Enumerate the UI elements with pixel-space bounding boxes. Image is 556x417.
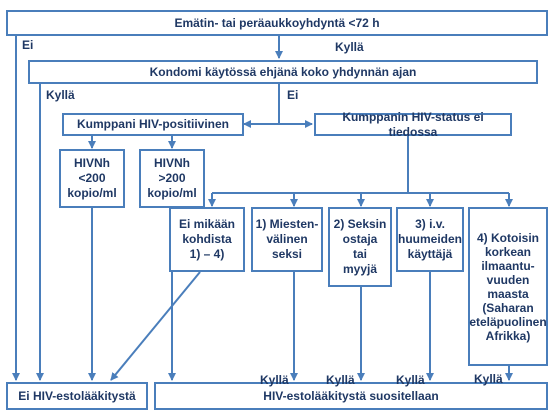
node-criterion-iv-drugs: 3) i.v. huumeiden käyttäjä [396, 207, 464, 272]
edge-label-msm-yes: Kyllä [260, 373, 289, 387]
edge-label-endemic-yes: Kyllä [474, 372, 503, 386]
node-anal-vaginal-intercourse: Emätin- tai peräaukkoyhdyntä <72 h [6, 10, 548, 36]
edge-label-condom-no: Ei [287, 88, 299, 102]
edge-label-condom-yes: Kyllä [46, 88, 75, 102]
node-criterion-endemic-country: 4) Kotoisin korkean ilmaantu- vuuden maa… [468, 207, 548, 366]
node-viral-load-below-200: HIVNh <200 kopio/ml [59, 149, 125, 208]
node-none-of-criteria: Ei mikään kohdista 1) – 4) [169, 207, 245, 272]
node-prophylaxis-recommended: HIV-estolääkitystä suositellaan [154, 382, 548, 410]
edge-label-iv-drugs-yes: Kyllä [396, 373, 425, 387]
node-partner-status-unknown: Kumppanin HIV-status ei tiedossa [314, 110, 512, 139]
edge-label-top-no: Ei [22, 38, 34, 52]
node-no-prophylaxis: Ei HIV-estolääkitystä [6, 382, 148, 410]
node-condom-intact: Kondomi käytössä ehjänä koko yhdynnän aj… [28, 60, 538, 84]
node-viral-load-above-200: HIVNh >200 kopio/ml [139, 149, 205, 208]
node-partner-hiv-positive: Kumppani HIV-positiivinen [62, 113, 244, 136]
edge-label-top-yes: Kyllä [335, 40, 364, 54]
node-criterion-sex-work: 2) Seksin ostaja tai myyjä [328, 207, 392, 287]
edge-label-sex-work-yes: Kyllä [326, 373, 355, 387]
node-criterion-msm: 1) Miesten- välinen seksi [251, 207, 323, 272]
